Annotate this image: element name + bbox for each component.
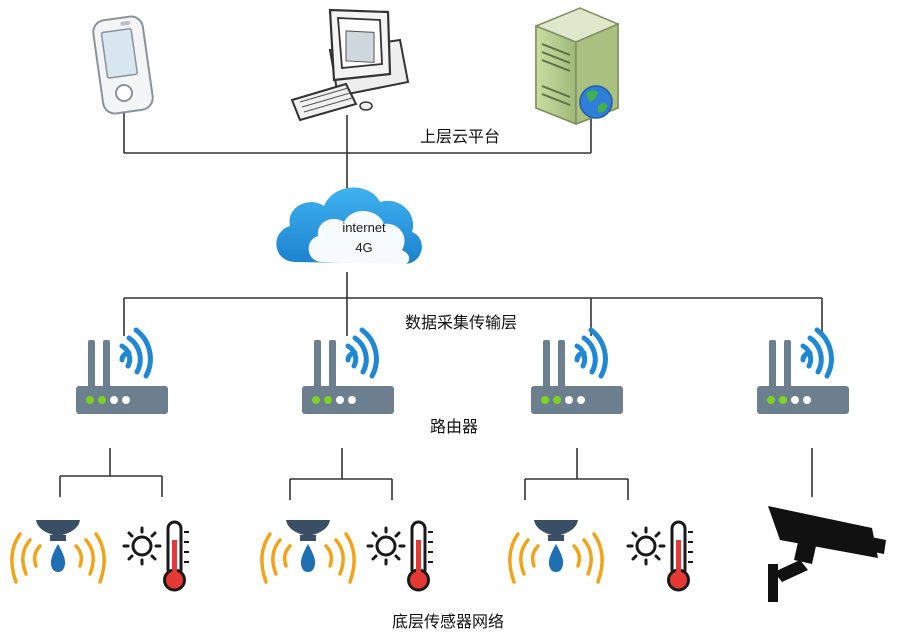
pda-icon: [92, 15, 154, 115]
temperature-sensor-icon-1: [122, 520, 191, 592]
connection-lines: [59, 110, 823, 500]
water-sensor-icon-2: [260, 518, 356, 584]
water-sensor-icon-3: [508, 518, 604, 584]
router-icon-1: [76, 330, 168, 414]
router-icon-4: [757, 330, 849, 414]
temperature-sensor-icon-3: [626, 520, 695, 592]
label-transport-layer: 数据采集传输层: [405, 313, 517, 332]
web-server-icon: [535, 7, 619, 126]
label-sensor-network: 底层传感器网络: [392, 612, 504, 631]
router-icon-2: [302, 330, 394, 414]
label-cloud-platform: 上层云平台: [420, 127, 500, 146]
water-sensor-icon-1: [10, 518, 106, 584]
label-router: 路由器: [430, 417, 478, 436]
cloud-label-4g: 4G: [355, 240, 372, 255]
router-icon-3: [531, 330, 623, 414]
internet-cloud-icon: internet 4G: [276, 187, 422, 266]
desktop-computer-icon: [290, 8, 410, 122]
security-camera-icon: [768, 506, 886, 602]
cloud-label-internet: internet: [342, 220, 386, 235]
temperature-sensor-icon-2: [366, 520, 435, 592]
